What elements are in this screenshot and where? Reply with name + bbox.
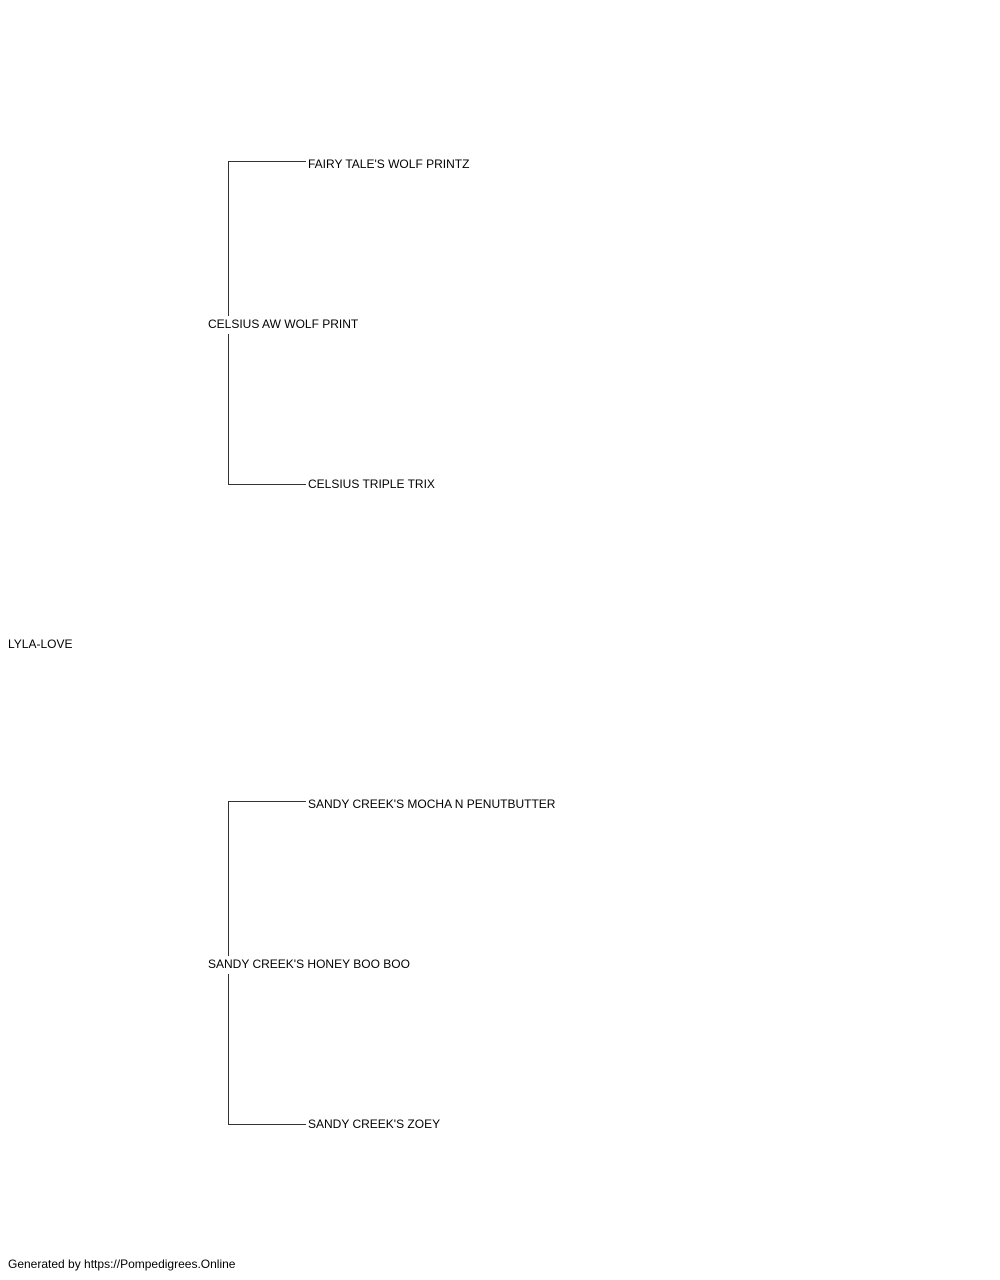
- paternal-granddam-name: CELSIUS TRIPLE TRIX: [308, 477, 435, 491]
- maternal-grandsire-name: SANDY CREEK'S MOCHA N PENUTBUTTER: [308, 797, 556, 811]
- dam-connector-vertical-upper: [228, 802, 229, 956]
- sire-dam-connector: [228, 484, 306, 485]
- dam-sire-connector: [228, 801, 306, 802]
- sire-connector-vertical-upper: [228, 162, 229, 316]
- dam-name: SANDY CREEK'S HONEY BOO BOO: [208, 957, 410, 971]
- maternal-granddam-name: SANDY CREEK'S ZOEY: [308, 1117, 441, 1131]
- sire-name: CELSIUS AW WOLF PRINT: [208, 317, 359, 331]
- generated-by-footer: Generated by https://Pompedigrees.Online: [8, 1257, 236, 1271]
- paternal-grandsire-name: FAIRY TALE'S WOLF PRINTZ: [308, 157, 470, 171]
- dam-connector-vertical-lower: [228, 974, 229, 1125]
- subject-name: LYLA-LOVE: [8, 637, 73, 651]
- dam-dam-connector: [228, 1124, 306, 1125]
- sire-sire-connector: [228, 161, 306, 162]
- sire-connector-vertical-lower: [228, 334, 229, 485]
